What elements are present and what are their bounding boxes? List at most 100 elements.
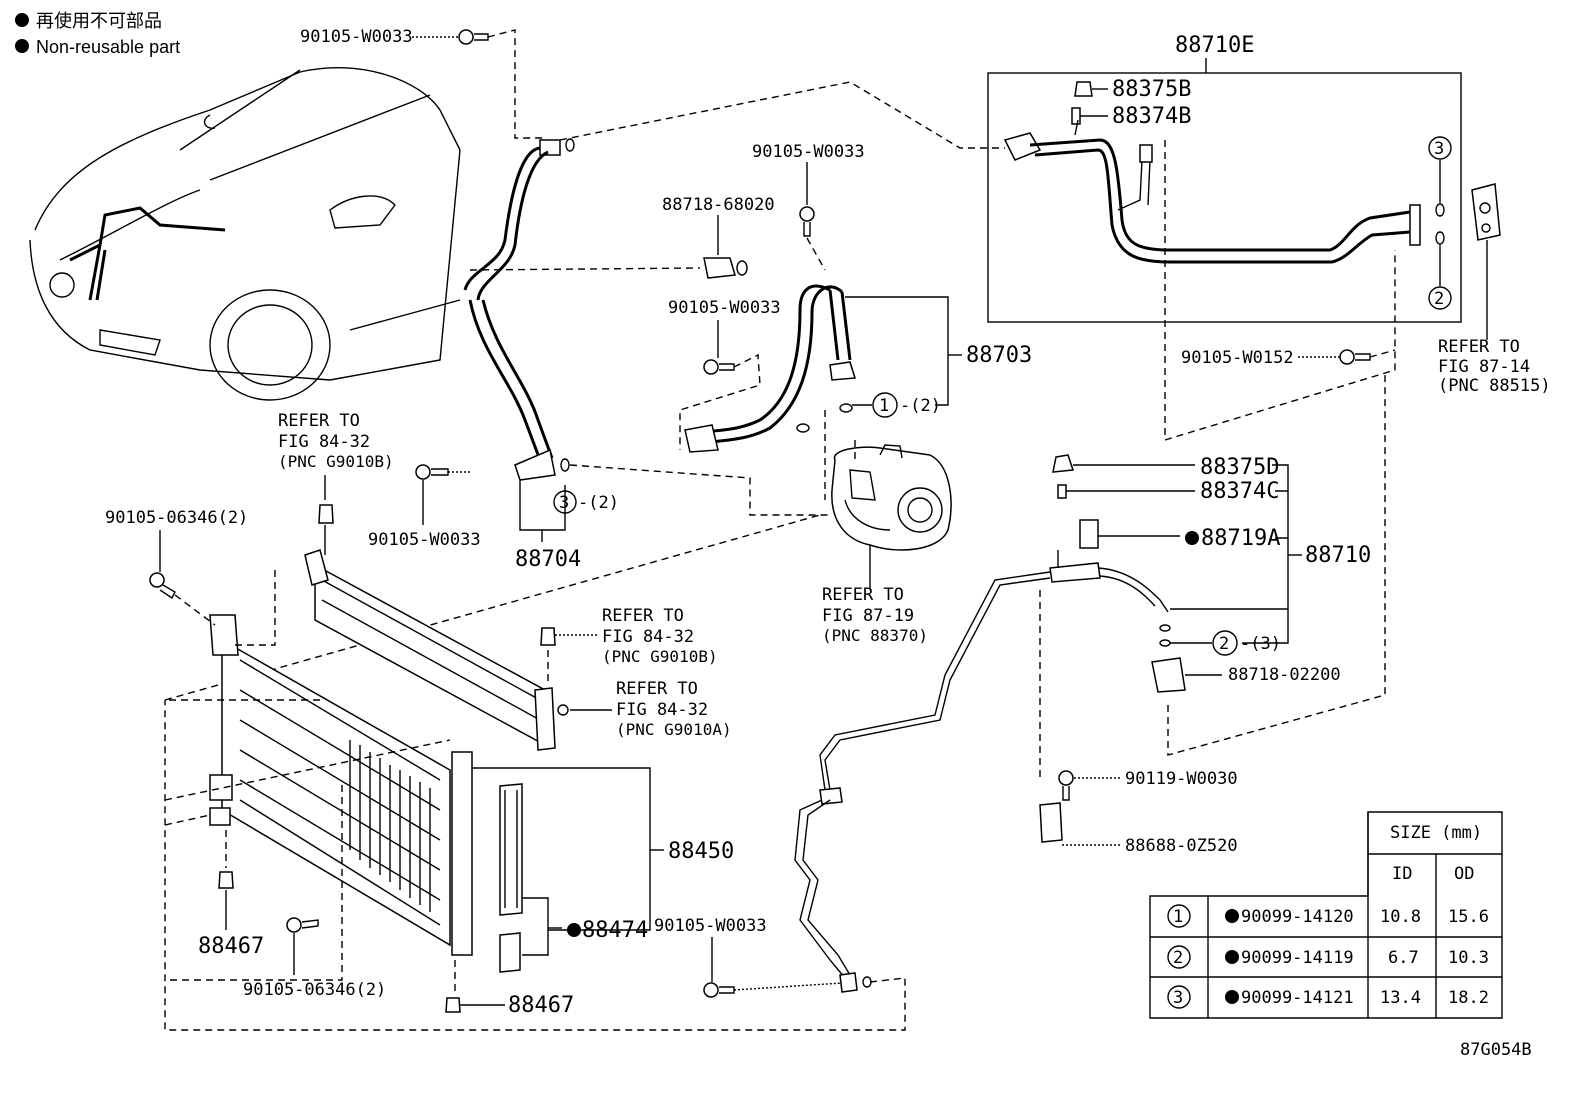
tube-88710e: 88710E 88375B 88374B 3 2 <box>987 33 1462 441</box>
refer-g9010b-right: REFER TO FIG 84-32 (PNC G9010B) <box>540 606 718 685</box>
col-od: OD <box>1454 864 1474 884</box>
refer-line: FIG 84-32 <box>616 700 708 720</box>
label-88710: 88710 <box>1305 543 1371 568</box>
label-90119-w0030: 90119-W0030 <box>1125 769 1238 789</box>
refer-line: (PNC 88370) <box>822 626 928 645</box>
table-row: 3 90099-14121 13.4 18.2 <box>1167 985 1489 1009</box>
refer-line: (PNC G9010B) <box>278 452 394 471</box>
label-90105-w0033-88703: 90105-W0033 <box>668 298 781 318</box>
refer-line: FIG 87-19 <box>822 606 914 626</box>
circle-3-label: 3 <box>559 493 569 513</box>
col-id: ID <box>1392 864 1412 884</box>
bolt-90105-w0152: 90105-W0152 <box>1181 348 1396 368</box>
label-88467-a: 88467 <box>198 934 264 959</box>
row-od: 15.6 <box>1448 907 1489 927</box>
circle-2-label: 2 <box>1219 634 1229 654</box>
bolt-90105-06346-b: 90105-06346(2) <box>243 917 386 1000</box>
refer-line: REFER TO <box>602 606 684 626</box>
leader-dash <box>559 81 1005 149</box>
label-88718-02200: 88718-02200 <box>1228 665 1341 685</box>
expansion-valve: REFER TO FIG 87-14 (PNC 88515) <box>1438 183 1551 396</box>
label-88375b: 88375B <box>1112 77 1191 102</box>
refer-line: (PNC G9010A) <box>616 720 732 739</box>
row-part: 90099-14121 <box>1241 988 1354 1008</box>
refer-line: REFER TO <box>1438 337 1520 357</box>
non-reusable-icon <box>1225 909 1239 923</box>
clamp-88718-02200: 88718-02200 <box>1151 375 1386 756</box>
label-88718-68020: 88718-68020 <box>662 195 775 215</box>
label-88710e: 88710E <box>1175 33 1254 58</box>
row-key: 2 <box>1173 948 1183 968</box>
qty-88704: -(2) <box>578 493 619 513</box>
refer-line: REFER TO <box>822 585 904 605</box>
label-88374b: 88374B <box>1112 104 1191 129</box>
row-part: 90099-14120 <box>1241 907 1354 927</box>
refer-line: REFER TO <box>278 411 360 431</box>
label-88467-b: 88467 <box>508 993 574 1018</box>
mount-88467-a: 88467 <box>198 830 264 959</box>
bullet-icon <box>15 39 29 53</box>
receiver-drier: 88474 <box>499 783 648 973</box>
non-reusable-icon <box>1185 531 1199 545</box>
row-key: 3 <box>1173 988 1183 1008</box>
bolt-90105-top: 90105-W0033 <box>300 27 545 139</box>
label-90105-w0033-top: 90105-W0033 <box>300 27 413 47</box>
size-header: SIZE (mm) <box>1390 823 1482 843</box>
legend: 再使用不可部品 Non-reusable part <box>15 11 180 57</box>
row-id: 13.4 <box>1380 988 1421 1008</box>
bracket-88688: 88688-0Z520 <box>1039 802 1238 856</box>
label-88703: 88703 <box>966 343 1032 368</box>
circle-1-label: 1 <box>879 396 889 416</box>
label-90105-w0033-mid: 90105-W0033 <box>752 142 865 162</box>
bolt-90105-06346-a: 90105-06346(2) <box>105 508 248 626</box>
refer-line: REFER TO <box>616 679 698 699</box>
qty-88710: -(3) <box>1240 634 1281 654</box>
leader-dash <box>569 464 830 516</box>
label-90105-w0152: 90105-W0152 <box>1181 348 1294 368</box>
label-90105-w0033-left: 90105-W0033 <box>368 530 481 550</box>
qty-88703: -(2) <box>900 396 941 416</box>
bolt-90105-88703: 90105-W0033 <box>668 298 781 450</box>
label-88474: 88474 <box>582 918 648 943</box>
table-row: 1 90099-14120 10.8 15.6 <box>1167 904 1489 928</box>
non-reusable-icon <box>1225 990 1239 1004</box>
mount-88467-b: 88467 <box>445 960 574 1018</box>
refer-88370: REFER TO FIG 87-19 (PNC 88370) <box>822 585 928 645</box>
refer-line: (PNC G9010B) <box>602 647 718 666</box>
label-90105-06346-b: 90105-06346(2) <box>243 980 386 1000</box>
bullet-icon <box>15 13 29 27</box>
tube-88710: 88375D 88374C 88719A 88710 2 -(3) <box>164 454 1371 1031</box>
bolt-90105-mid: 90105-W0033 <box>752 142 865 271</box>
bolt-90105-bottom: 90105-W0033 <box>654 916 843 998</box>
label-90105-06346-a: 90105-06346(2) <box>105 508 248 528</box>
diagram-id: 87G054B <box>1460 1040 1532 1060</box>
bolt-90119: 90119-W0030 <box>1058 769 1238 801</box>
fin-lines <box>239 659 441 926</box>
refer-g9010a: REFER TO FIG 84-32 (PNC G9010A) <box>570 679 732 739</box>
row-id: 10.8 <box>1380 907 1421 927</box>
table-row: 2 90099-14119 6.7 10.3 <box>1167 945 1489 969</box>
hose-88703: 88703 1 -(2) <box>684 284 1032 500</box>
row-od: 18.2 <box>1448 988 1489 1008</box>
refer-line: FIG 84-32 <box>602 627 694 647</box>
refer-g9010b-left: REFER TO FIG 84-32 (PNC G9010B) <box>278 411 394 500</box>
label-88704: 88704 <box>515 547 581 572</box>
row-key: 1 <box>1173 907 1183 927</box>
refer-line: (PNC 88515) <box>1438 376 1551 396</box>
condenser-88450: 88450 <box>164 504 734 981</box>
label-88688-0z520: 88688-0Z520 <box>1125 836 1238 856</box>
legend-jp: 再使用不可部品 <box>36 11 162 31</box>
row-id: 6.7 <box>1388 948 1419 968</box>
compressor: REFER TO FIG 87-19 (PNC 88370) <box>822 440 952 645</box>
label-88450: 88450 <box>668 839 734 864</box>
sensor-88718-68020: 88718-68020 <box>662 195 775 279</box>
circle-2-label: 2 <box>1434 289 1444 309</box>
vehicle-outline <box>29 67 461 401</box>
bolt-90105-left: 90105-W0033 <box>368 464 481 550</box>
non-reusable-icon <box>567 923 581 937</box>
circle-3-label: 3 <box>1434 139 1444 159</box>
label-88719a: 88719A <box>1201 526 1280 551</box>
refer-line: FIG 87-14 <box>1438 357 1530 377</box>
row-od: 10.3 <box>1448 948 1489 968</box>
